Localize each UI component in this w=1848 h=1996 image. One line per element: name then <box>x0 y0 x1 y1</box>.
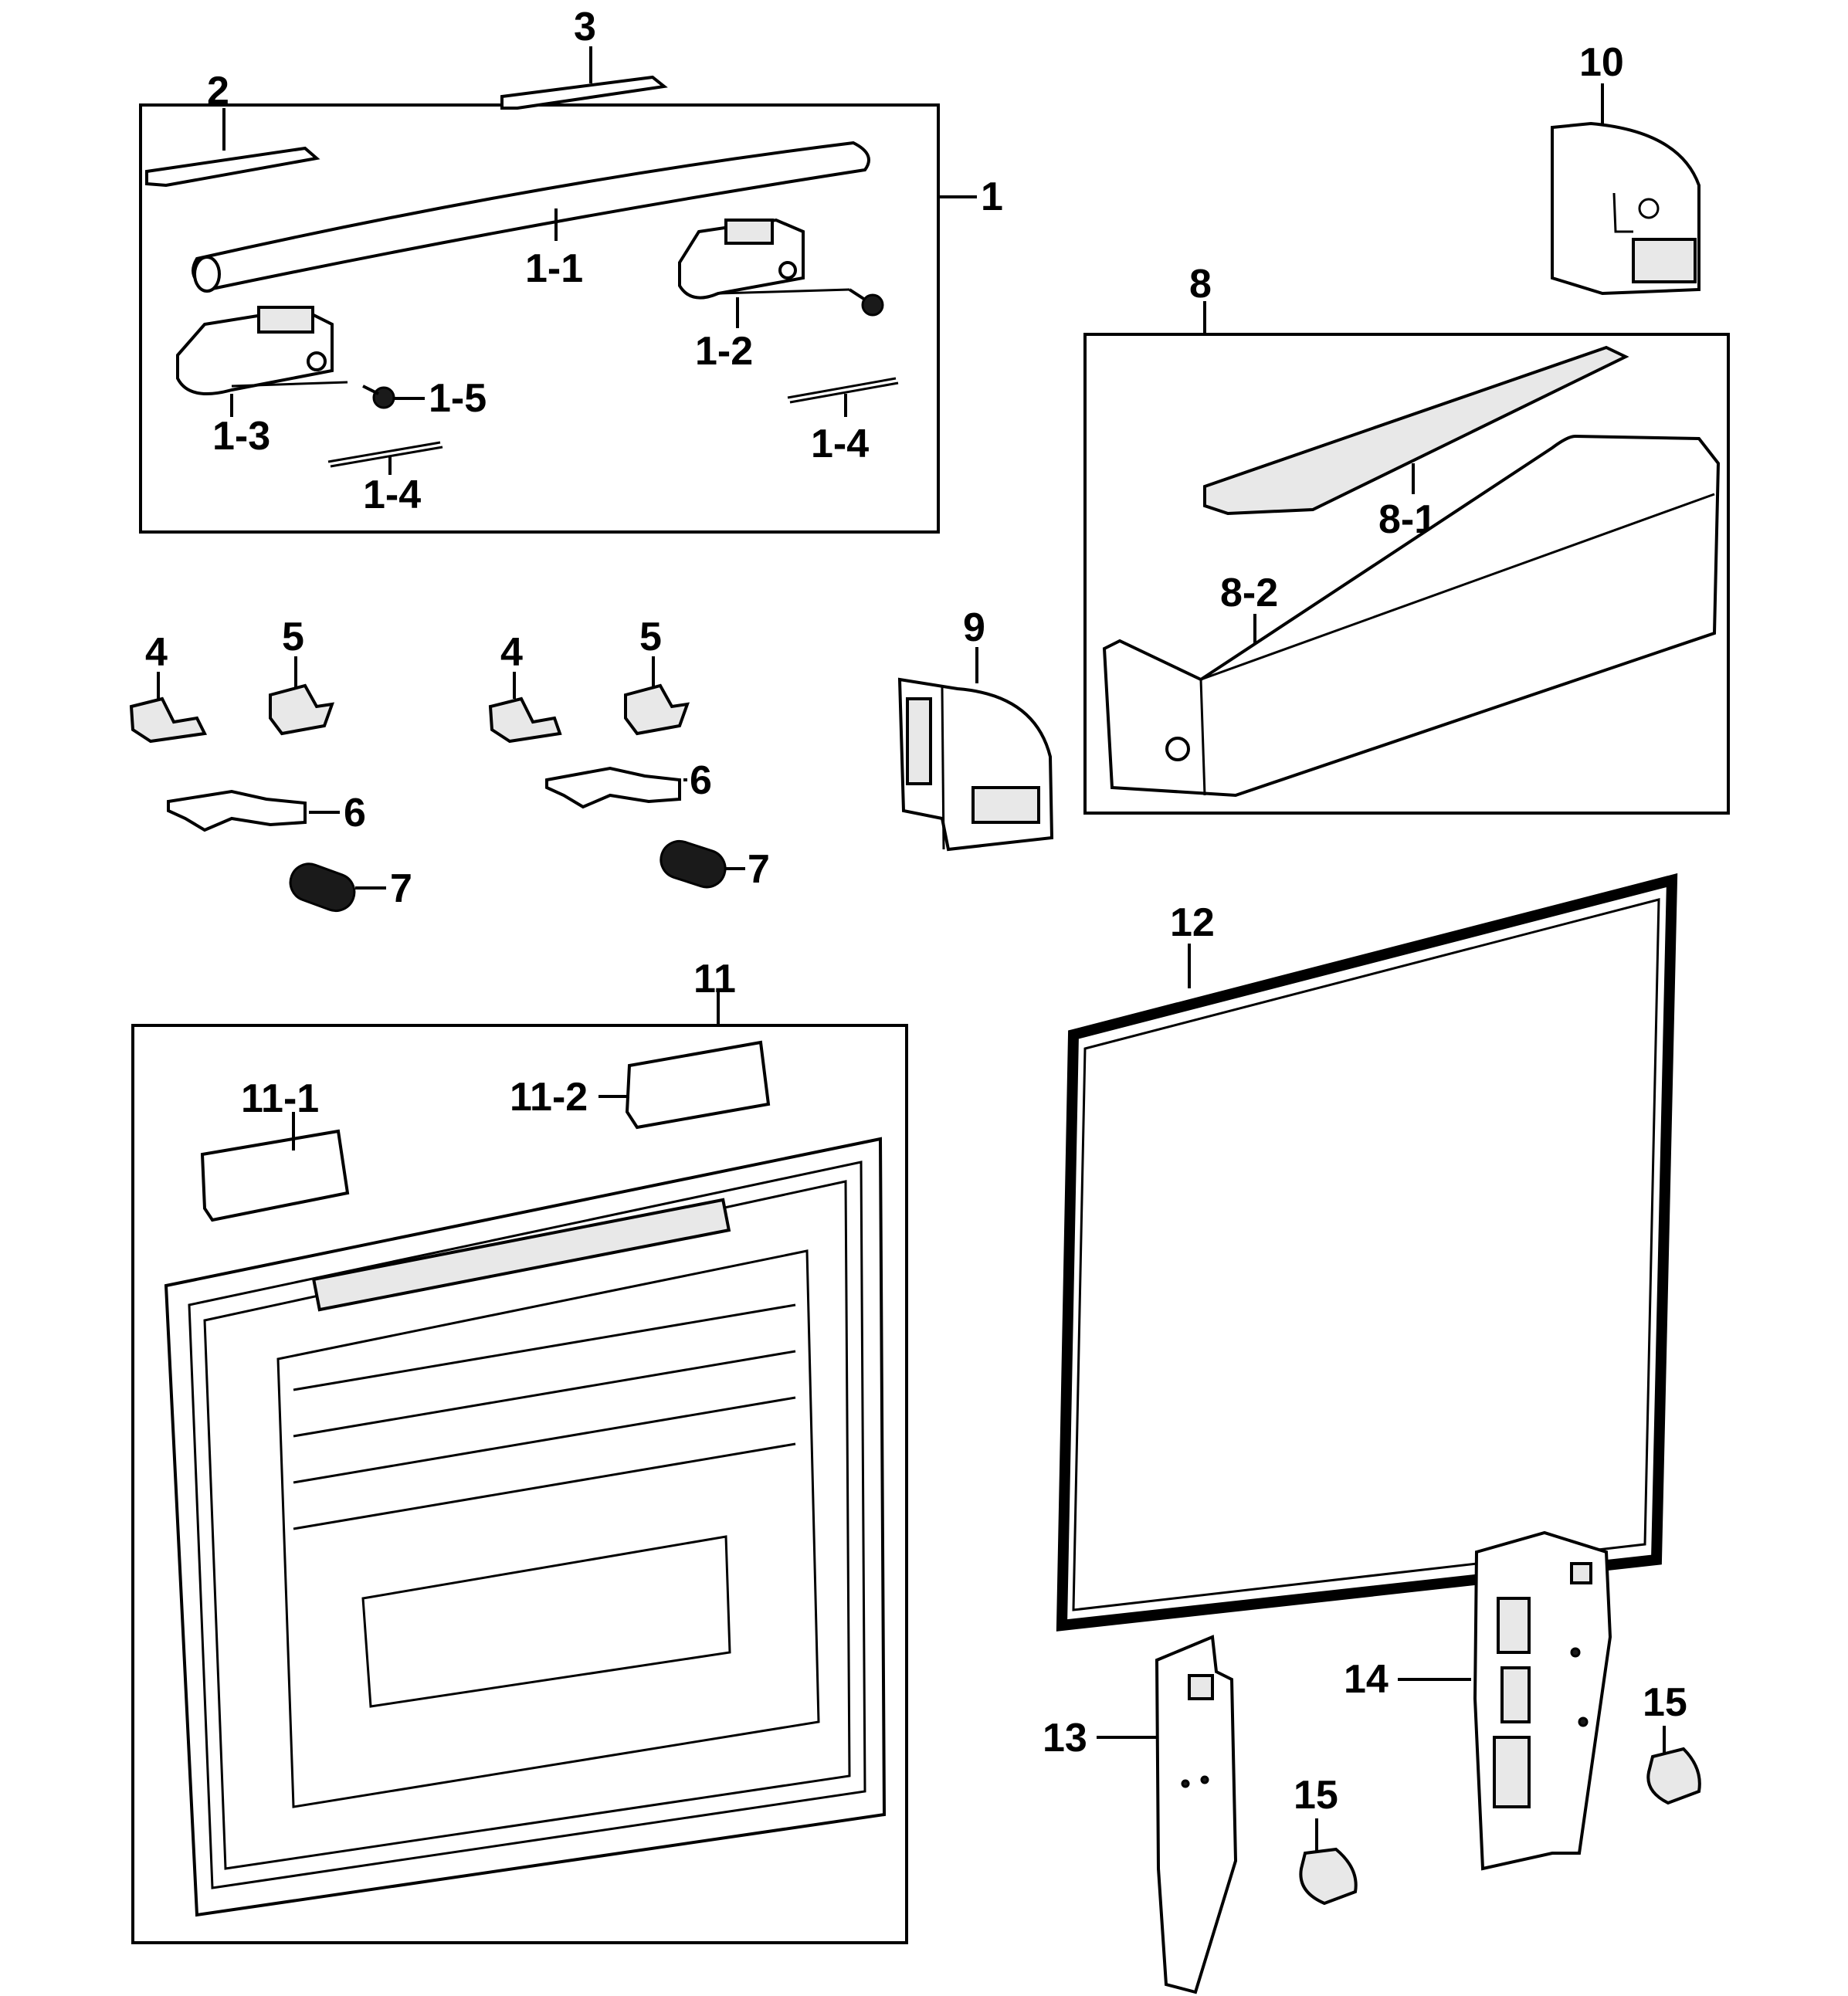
label-11: 11 <box>693 957 736 1001</box>
door-assembly-group: 11 11-1 11-2 <box>131 957 908 1944</box>
label-8-2: 8-2 <box>1220 571 1278 615</box>
label-9: 9 <box>963 605 985 650</box>
label-1: 1 <box>981 175 1003 219</box>
label-15-left: 15 <box>1294 1773 1338 1818</box>
cover-9: 9 <box>897 605 1054 852</box>
label-2: 2 <box>207 69 229 114</box>
label-11-1: 11-1 <box>241 1076 319 1121</box>
label-1-3: 1-3 <box>212 414 270 459</box>
label-13: 13 <box>1043 1716 1087 1760</box>
label-6-right: 6 <box>690 758 712 803</box>
hinge-bracket-14: 14 <box>1344 1530 1612 1871</box>
label-5-right: 5 <box>639 615 662 659</box>
right-handle-bracket <box>678 218 884 317</box>
label-1-4-right: 1-4 <box>811 422 869 466</box>
label-1-5: 1-5 <box>429 376 487 421</box>
label-1-1: 1-1 <box>525 246 583 291</box>
label-6-left: 6 <box>344 791 366 835</box>
hinge-parts-right: 4 5 6 7 <box>488 615 770 892</box>
label-1-2: 1-2 <box>695 329 753 374</box>
label-15-right: 15 <box>1643 1680 1687 1725</box>
label-14: 14 <box>1344 1657 1389 1702</box>
label-3: 3 <box>574 5 596 49</box>
group-11-box <box>131 1024 908 1944</box>
hinge-cap-15-right: 15 <box>1643 1680 1701 1805</box>
handle-cap-2: 2 <box>145 69 320 188</box>
handle-cap-3: 3 <box>500 5 668 110</box>
label-8: 8 <box>1189 262 1212 307</box>
label-11-2: 11-2 <box>510 1075 588 1120</box>
label-7-right: 7 <box>748 847 770 892</box>
handle-bar <box>192 141 870 292</box>
hinge-parts-left: 4 5 6 7 <box>129 615 412 912</box>
hinge-cap-15-left: 15 <box>1294 1773 1358 1906</box>
label-10: 10 <box>1579 40 1624 85</box>
handle-assembly-group: 1 1-1 1-2 1-5 1-3 <box>139 103 1003 534</box>
hinge-bracket-13: 13 <box>1043 1635 1238 1994</box>
label-1-4-left: 1-4 <box>363 473 421 517</box>
door-bin-group: 8 8-1 8-2 <box>1083 262 1730 815</box>
freezer-door <box>164 1137 887 1917</box>
left-handle-bracket <box>176 306 395 409</box>
label-4-left: 4 <box>145 630 168 675</box>
cover-10: 10 <box>1551 40 1700 296</box>
label-7-left: 7 <box>390 866 412 911</box>
door-gasket: 12 <box>1056 873 1678 1632</box>
label-4-right: 4 <box>500 630 523 675</box>
group-8-box <box>1083 333 1730 815</box>
label-12: 12 <box>1170 900 1215 945</box>
door-bin <box>1102 434 1721 798</box>
label-5-left: 5 <box>282 615 304 659</box>
bin-cover <box>1203 345 1629 516</box>
